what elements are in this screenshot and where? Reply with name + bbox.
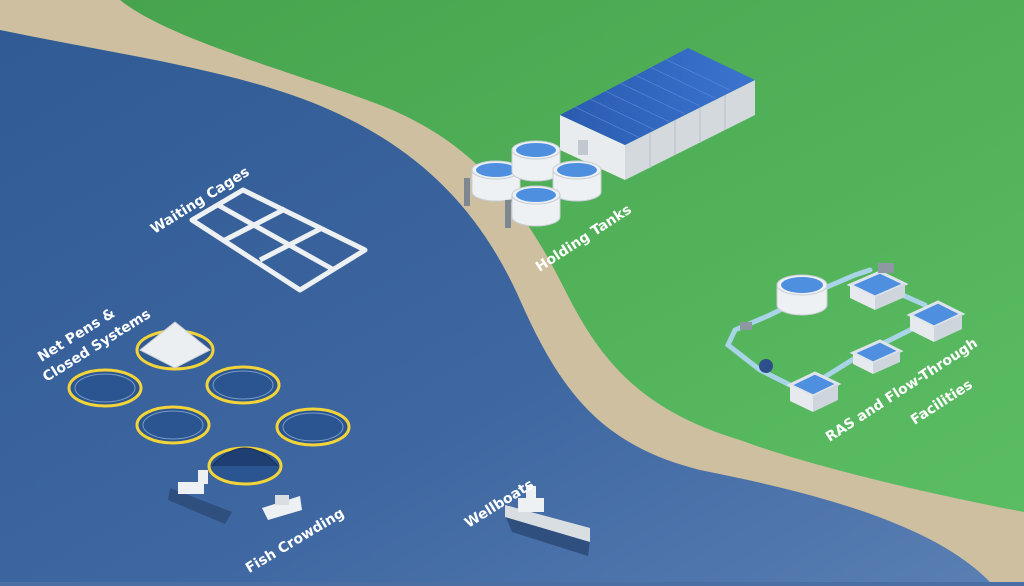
boat-icon	[505, 486, 590, 556]
boat-icon	[262, 495, 302, 520]
cage-icon	[189, 187, 368, 293]
net-pen-icon	[67, 321, 351, 486]
tank-icon	[464, 140, 602, 228]
land	[30, 0, 1024, 512]
building-icon	[560, 48, 755, 180]
ras-facility	[740, 263, 966, 412]
boat-icon	[168, 470, 232, 524]
